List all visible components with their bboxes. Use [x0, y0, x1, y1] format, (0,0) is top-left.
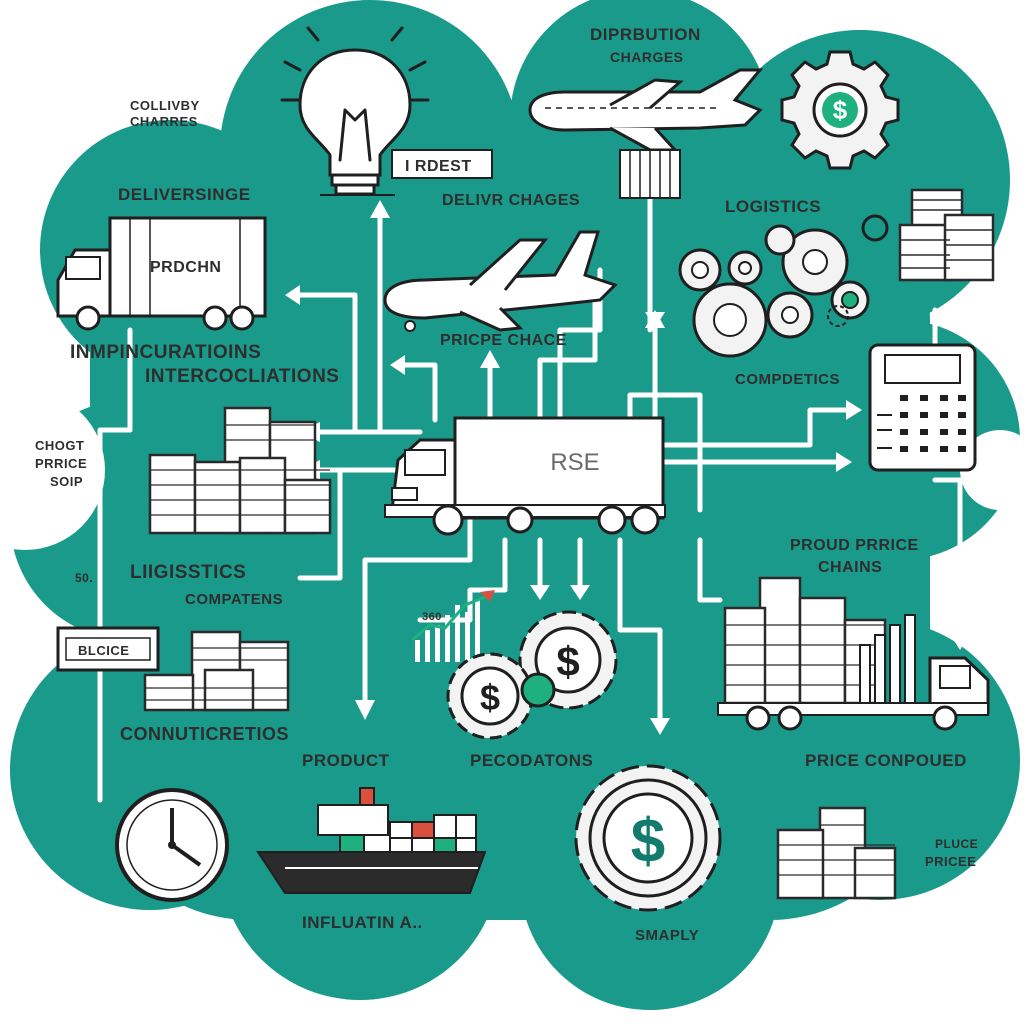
airplane-icon	[528, 68, 764, 199]
pluce-label-2: PRICEE	[925, 854, 976, 869]
svg-text:$: $	[833, 95, 848, 125]
delivery-truck-icon	[384, 416, 666, 536]
distribution-label-1: DIPRBUTION	[590, 25, 701, 44]
coin-stack-icon	[148, 406, 332, 535]
dollar-gear-icon: $ $	[446, 610, 618, 740]
delivr-chages-label: DELIVR CHAGES	[442, 192, 580, 209]
sign-board	[56, 626, 160, 672]
sign-text: BLCICE	[78, 643, 129, 658]
proud-label-1: PROUD PRRICE	[790, 537, 919, 554]
gears-cluster-icon	[678, 214, 889, 358]
truck-left-text: PRDCHN	[150, 259, 221, 276]
delivery-truck-icon	[717, 656, 990, 731]
coin-stack-icon	[898, 188, 995, 282]
product-label: PRODUCT	[302, 751, 390, 770]
pricpe-chace-label: PRICPE CHACE	[440, 332, 567, 349]
dollar-gear-icon: $	[780, 50, 900, 170]
delivery-truck-icon	[56, 216, 267, 331]
idrest-tag	[391, 149, 493, 179]
pluce-label-1: PLUCE	[935, 837, 978, 851]
collivery-label-2: CHARRES	[130, 114, 198, 129]
price-conpoued-label: PRICE CONPOUED	[805, 751, 967, 770]
chart-value-label: 360	[422, 611, 442, 623]
connuticretios-label: CONNUTICRETIOS	[120, 724, 289, 744]
smaply-label: SMAPLY	[635, 927, 699, 944]
proud-label-2: CHAINS	[818, 559, 882, 576]
collivery-label-1: COLLIVBY	[130, 98, 200, 113]
coin-stack-icon	[776, 806, 897, 900]
idrest-label: I RDEST	[405, 158, 472, 175]
bar-chart-icon	[411, 590, 495, 662]
center-truck-text: RSE	[550, 449, 599, 476]
dollar-gear-icon: $	[574, 764, 722, 912]
cargo-ship-icon	[256, 787, 487, 894]
calculator-icon	[868, 343, 977, 472]
impinc-label: INMPINCURATIOINS	[70, 342, 261, 363]
compatens-label: COMPATENS	[185, 591, 283, 608]
airplane-icon	[383, 230, 618, 332]
svg-text:$: $	[480, 677, 500, 718]
chogt-label-3: SOIP	[50, 474, 83, 489]
chogt-label-1: CHOGT	[35, 438, 84, 453]
clock-icon	[115, 788, 229, 902]
svg-text:$: $	[631, 807, 665, 876]
pecodatons-label: PECODATONS	[470, 751, 593, 770]
coin-stack-icon	[143, 630, 290, 712]
compdetics-label: COMPDETICS	[735, 371, 840, 388]
connector-lines	[97, 187, 963, 803]
fifty-label: 50.	[75, 571, 93, 585]
deliversinge-label: DELIVERSINGE	[118, 185, 251, 204]
svg-text:$: $	[556, 638, 579, 685]
distribution-label-2: CHARGES	[610, 49, 684, 65]
infuatin-label: INFLUATIN A..	[302, 913, 423, 932]
intercol-label: INTERCOCLIATIONS	[145, 366, 339, 387]
chogt-label-2: PRRICE	[35, 456, 87, 471]
ligisstics-label: LIIGISSTICS	[130, 562, 246, 583]
logistics-top-label: LOGISTICS	[725, 197, 821, 216]
lightbulb-icon	[280, 26, 430, 196]
